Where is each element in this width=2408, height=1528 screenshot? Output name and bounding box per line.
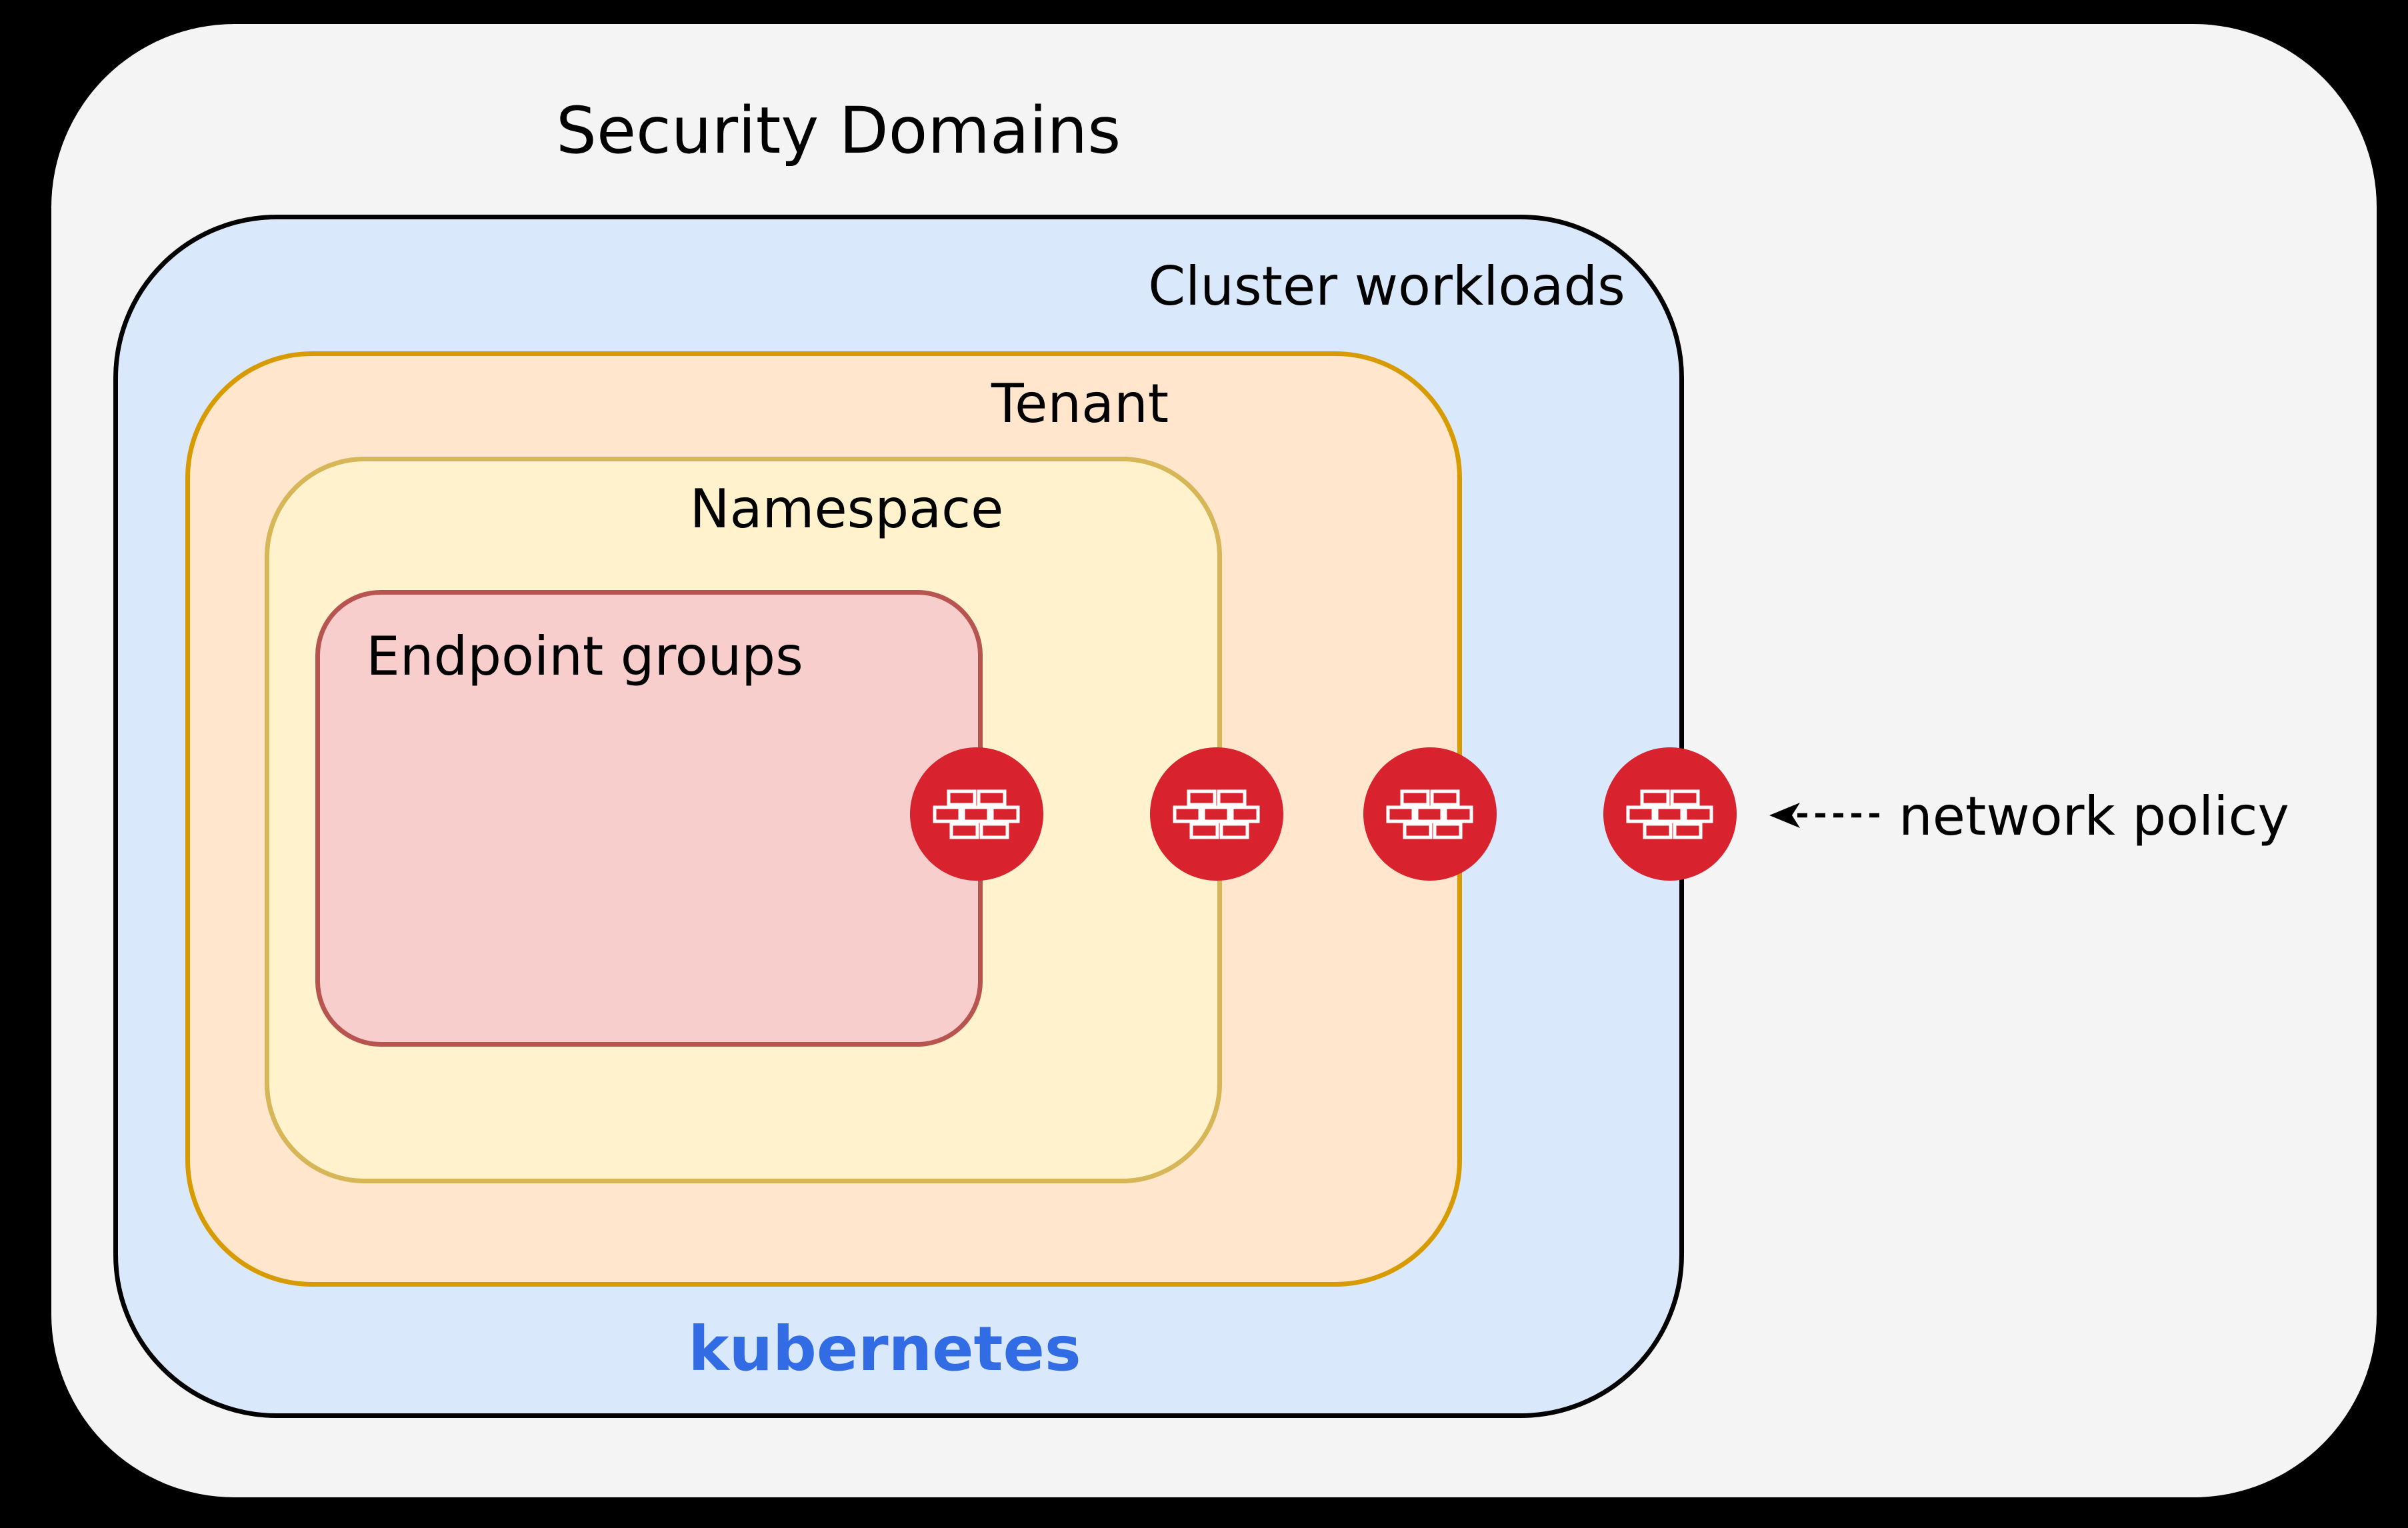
kubernetes-wordmark: kubernetes (688, 1313, 1081, 1385)
firewall-brick-wall-icon (1386, 789, 1473, 839)
cluster-workloads-label: Cluster workloads (1148, 255, 1625, 317)
firewall-brick-wall-icon (1626, 789, 1713, 839)
firewall-brick-wall-icon (933, 789, 1020, 839)
network-policy-label: network policy (1899, 785, 2289, 847)
endpoint-groups-label: Endpoint groups (366, 625, 803, 687)
tenant-label: Tenant (991, 373, 1169, 435)
network-policy-arrow-icon (1769, 803, 1880, 828)
namespace-label: Namespace (689, 478, 1004, 540)
domain-box-namespace: Namespace Endpoint groups (265, 457, 1222, 1183)
firewall-badge-cluster-boundary (1603, 747, 1737, 881)
firewall-brick-wall-icon (1173, 789, 1260, 839)
firewall-badge-tenant-boundary (1363, 747, 1497, 881)
firewall-badge-namespace-boundary (1150, 747, 1283, 881)
firewall-badge-endpoint-boundary (910, 747, 1043, 881)
security-domains-panel: Security Domains Cluster workloads Tenan… (51, 24, 2377, 1497)
page-title: Security Domains (556, 93, 1121, 168)
domain-box-endpoint-groups: Endpoint groups (315, 590, 983, 1047)
